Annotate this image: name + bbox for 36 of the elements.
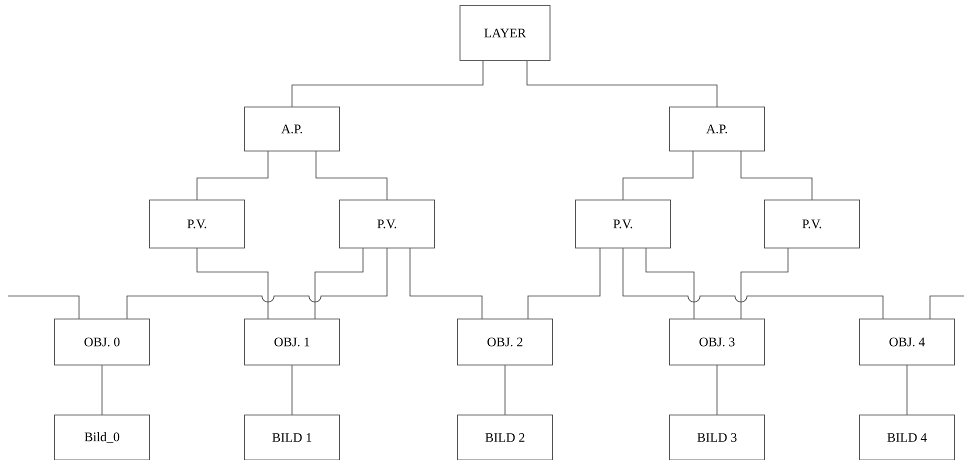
label-box: P.V. — [149, 200, 245, 248]
connector-line — [292, 60, 484, 107]
connector-line — [930, 296, 964, 319]
connector-line — [740, 151, 812, 200]
connector-line — [906, 365, 908, 415]
connector-line — [316, 151, 388, 200]
label-box: BILD 2 — [457, 414, 553, 460]
label-box: A.P. — [669, 106, 765, 152]
label-box: OBJ. 3 — [669, 318, 765, 366]
connector-line — [622, 151, 694, 200]
label-box: Bild_0 — [54, 414, 150, 460]
connector-line — [196, 151, 268, 200]
connector-line — [740, 248, 788, 319]
label-box: BILD 4 — [859, 414, 955, 460]
label-box: A.P. — [244, 106, 340, 152]
connector-line — [528, 248, 600, 319]
connector-line — [8, 296, 80, 319]
connector-line — [504, 365, 506, 415]
connector-line — [646, 248, 694, 319]
connector-line — [526, 60, 718, 107]
label-box: BILD 1 — [244, 414, 340, 460]
connector-line — [716, 365, 718, 415]
label-box: OBJ. 4 — [859, 318, 955, 366]
label-box: P.V. — [339, 200, 435, 248]
label-box: BILD 3 — [669, 414, 765, 460]
label-box: P.V. — [764, 200, 860, 248]
label-box: P.V. — [575, 200, 671, 248]
label-box: OBJ. 0 — [54, 318, 150, 366]
connector-line — [196, 248, 268, 319]
connector-line — [622, 248, 884, 319]
label-box: LAYER — [460, 5, 550, 61]
label-box: OBJ. 2 — [457, 318, 553, 366]
connector-line — [410, 248, 482, 319]
label-box: OBJ. 1 — [244, 318, 340, 366]
connector-line — [314, 248, 364, 319]
connector-line — [126, 248, 388, 319]
